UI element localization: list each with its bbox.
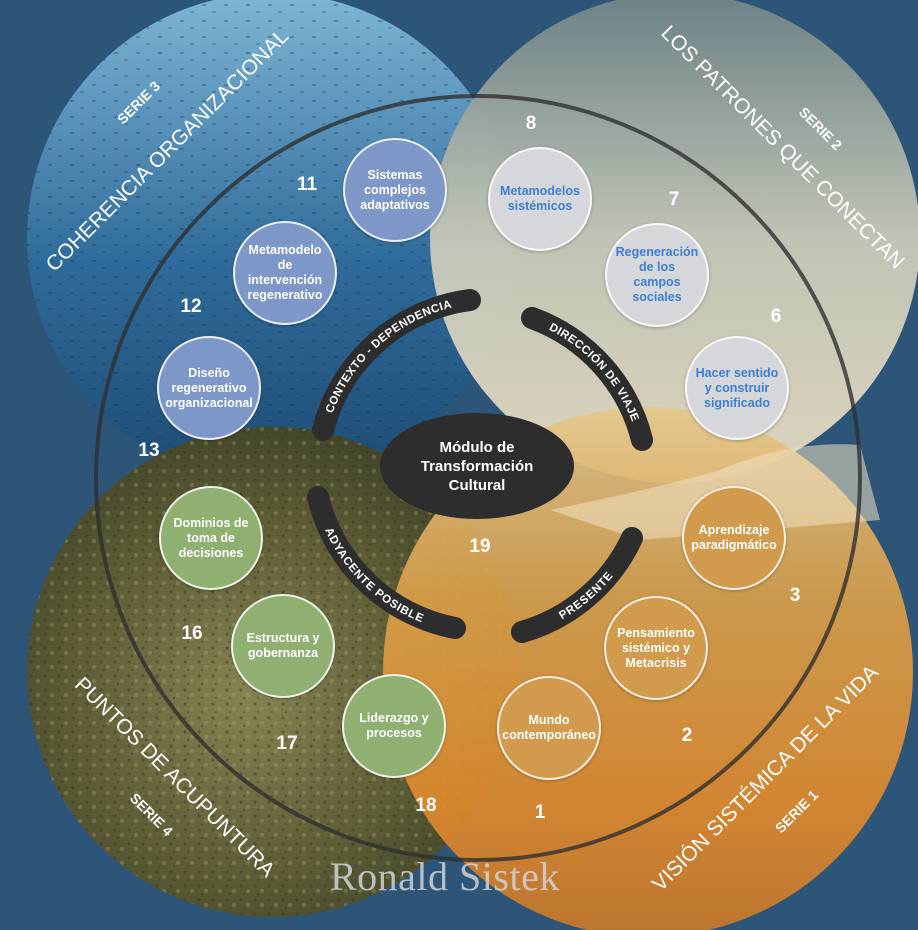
module-node-18[interactable]: Liderazgo y procesos — [342, 674, 446, 778]
center-module-label: Módulo de Transformación Cultural — [420, 438, 534, 494]
module-label-17: Estructura y gobernanza — [246, 631, 320, 660]
module-label-16: Dominios de toma de decisiones — [173, 515, 249, 560]
module-node-3[interactable]: Aprendizaje paradigmático — [682, 486, 786, 590]
module-number-12: 12 — [180, 296, 202, 317]
module-label-13: Diseño regenerativo organizacional — [165, 365, 253, 410]
module-number-11: 11 — [296, 174, 318, 195]
module-number-2: 2 — [681, 725, 693, 746]
module-node-12[interactable]: Metamodelo de intervención regenerativo — [233, 221, 337, 325]
module-number-6: 6 — [770, 306, 782, 327]
module-number-18: 18 — [415, 795, 437, 816]
module-node-8[interactable]: Metamodelos sistémicos — [488, 147, 592, 251]
module-node-2[interactable]: Pensamiento sistémico y Metacrisis — [604, 596, 708, 700]
watermark: Ronald Sistek — [330, 854, 560, 899]
module-label-2: Pensamiento sistémico y Metacrisis — [617, 625, 695, 670]
arc-presente — [511, 527, 643, 643]
module-number-13: 13 — [138, 440, 160, 461]
module-label-6: Hacer sentido y construir significado — [695, 365, 779, 410]
module-node-7[interactable]: Regeneración de los campos sociales — [605, 223, 709, 327]
module-node-6[interactable]: Hacer sentido y construir significado — [685, 336, 789, 440]
module-label-3: Aprendizaje paradigmático — [691, 523, 777, 552]
module-node-17[interactable]: Estructura y gobernanza — [231, 594, 335, 698]
module-label-18: Liderazgo y procesos — [359, 711, 429, 740]
module-node-11[interactable]: Sistemas complejos adaptativos — [343, 138, 447, 242]
module-node-16[interactable]: Dominios de toma de decisiones — [159, 486, 263, 590]
module-label-11: Sistemas complejos adaptativos — [360, 167, 430, 212]
module-number-7: 7 — [668, 189, 680, 210]
module-label-8: Metamodelos sistémicos — [500, 184, 580, 213]
module-number-17: 17 — [276, 733, 298, 754]
arc-contexto — [312, 289, 481, 441]
arc-direccion — [521, 307, 653, 451]
arc-adyacente — [307, 486, 466, 639]
module-label-1: Mundo contemporáneo — [502, 713, 596, 742]
module-number-1: 1 — [534, 802, 546, 823]
module-number-16: 16 — [181, 623, 203, 644]
center-module[interactable]: Módulo de Transformación Cultural — [380, 413, 574, 519]
module-node-1[interactable]: Mundo contemporáneo — [497, 676, 601, 780]
module-label-7: Regeneración de los campos sociales — [615, 245, 699, 304]
module-label-12: Metamodelo de intervención regenerativo — [247, 243, 323, 302]
outer-ring — [94, 94, 862, 862]
module-number-19: 19 — [469, 536, 491, 557]
module-node-13[interactable]: Diseño regenerativo organizacional — [157, 336, 261, 440]
module-number-3: 3 — [789, 585, 801, 606]
module-number-8: 8 — [525, 113, 537, 134]
